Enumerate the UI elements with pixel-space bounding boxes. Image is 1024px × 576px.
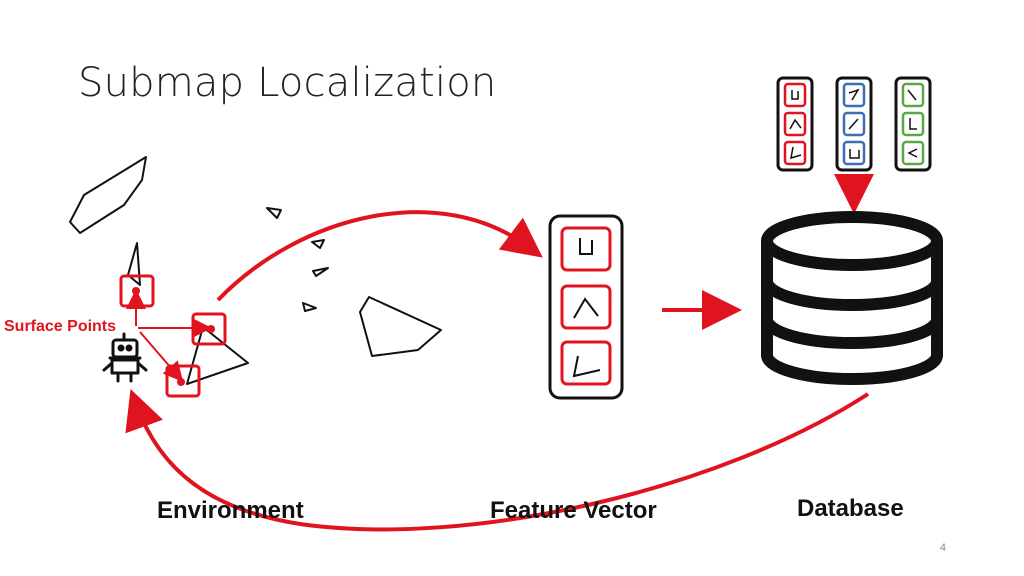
db-feature-vector-blue <box>835 76 873 172</box>
db-feature-vector-green <box>894 76 932 172</box>
obstacle-triangle-robot <box>186 326 249 385</box>
obstacle-small-4 <box>302 302 317 312</box>
obstacle-small-3 <box>312 267 329 277</box>
obstacle-large-top <box>69 156 147 234</box>
obstacle-small-2 <box>311 239 325 249</box>
surface-points-label: Surface Points <box>4 318 117 335</box>
feature-vector-box <box>548 214 624 400</box>
feature-vector-label: Feature Vector <box>490 497 657 524</box>
obstacle-thin <box>127 242 141 286</box>
robot-icon <box>102 332 148 383</box>
obstacle-large-right <box>359 296 442 357</box>
database-cylinder-icon <box>761 211 943 385</box>
arrow-db-to-env <box>125 388 870 532</box>
surface-point-pointers <box>126 289 212 383</box>
environment-label: Environment <box>157 497 304 524</box>
database-label: Database <box>797 495 904 522</box>
obstacle-small-1 <box>266 207 282 219</box>
arrow-env-to-feature <box>216 210 543 302</box>
page-number: 4 <box>939 542 946 554</box>
db-feature-vector-red <box>776 76 814 172</box>
slide-title: Submap Localization <box>78 60 497 106</box>
environment-obstacles <box>69 156 442 385</box>
